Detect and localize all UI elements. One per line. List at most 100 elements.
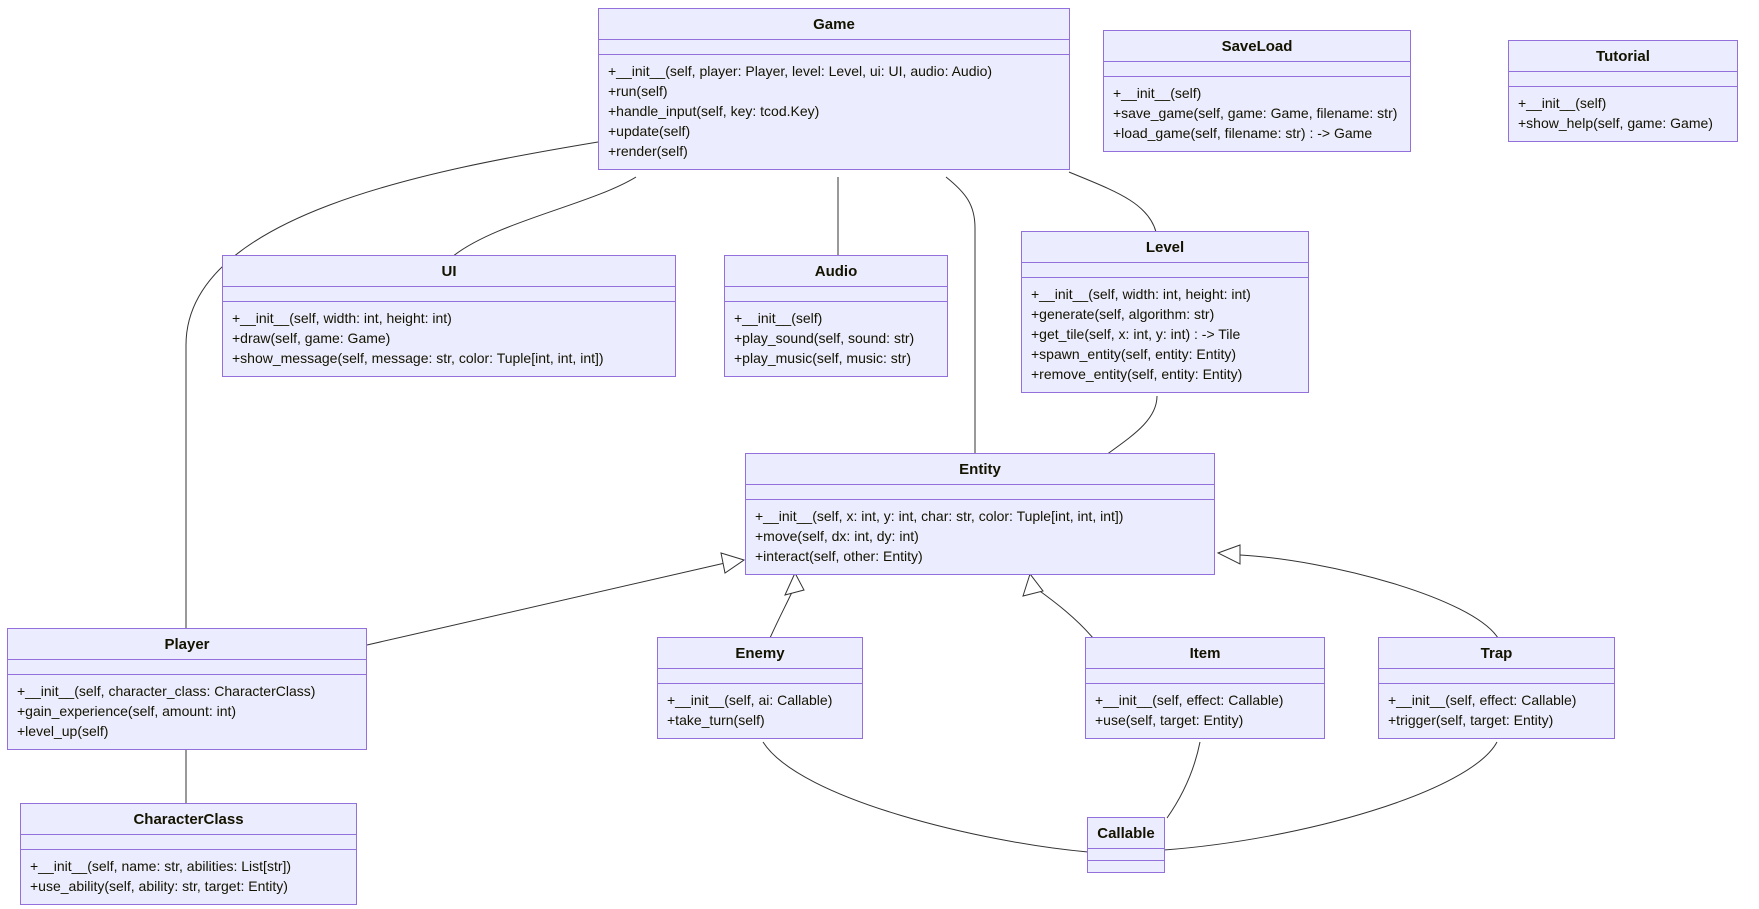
class-characterclass-attributes	[21, 834, 356, 849]
edge-trap-callable	[1163, 741, 1498, 851]
class-item-attributes	[1086, 668, 1324, 683]
class-player: Player +__init__(self, character_class: …	[7, 628, 367, 750]
method-row: +__init__(self, width: int, height: int)	[232, 310, 452, 326]
class-player-title: Player	[164, 636, 210, 653]
edge-enemy-callable	[762, 741, 1089, 853]
method-row: +get_tile(self, x: int, y: int) : -> Til…	[1031, 326, 1241, 342]
method-row: +__init__(self)	[1113, 85, 1202, 101]
class-characterclass-title: CharacterClass	[133, 811, 244, 828]
method-row: +__init__(self)	[1518, 95, 1607, 111]
method-row: +remove_entity(self, entity: Entity)	[1031, 366, 1243, 382]
inheritance-arrow-trap-entity	[1216, 544, 1241, 565]
method-row: +__init__(self)	[734, 310, 823, 326]
method-row: +generate(self, algorithm: str)	[1031, 306, 1215, 322]
class-entity-methods: +__init__(self, x: int, y: int, char: st…	[746, 499, 1214, 574]
method-row: +__init__(self, name: str, abilities: Li…	[30, 858, 292, 874]
class-player-methods: +__init__(self, character_class: Charact…	[8, 674, 366, 749]
class-game-title: Game	[813, 16, 855, 33]
method-row: +spawn_entity(self, entity: Entity)	[1031, 346, 1237, 362]
method-row: +level_up(self)	[17, 723, 109, 739]
method-row: +show_message(self, message: str, color:…	[232, 350, 604, 366]
method-row: +play_sound(self, sound: str)	[734, 330, 915, 346]
edge-enemy-entity	[769, 589, 794, 639]
class-callable-methods	[1088, 860, 1164, 872]
class-callable: Callable	[1087, 817, 1165, 873]
class-trap-attributes	[1379, 668, 1614, 683]
class-audio-title: Audio	[814, 263, 858, 280]
class-tutorial-methods: +__init__(self) +show_help(self, game: Ga…	[1509, 86, 1737, 141]
class-item: Item +__init__(self, effect: Callable)+u…	[1085, 637, 1325, 739]
method-row: +__init__(self, effect: Callable)	[1388, 692, 1577, 708]
class-tutorial: Tutorial +__init__(self) +show_help(self,…	[1508, 40, 1738, 142]
method-row: +run(self)	[608, 83, 668, 99]
class-player-attributes	[8, 659, 366, 674]
class-item-methods: +__init__(self, effect: Callable)+use(se…	[1086, 683, 1324, 738]
class-level: Level +__init__(self, width: int, height…	[1021, 231, 1309, 393]
method-row: +show_help(self, game: Game)	[1518, 115, 1713, 131]
class-tutorial-attributes	[1509, 71, 1737, 86]
edge-level-entity	[1105, 395, 1158, 456]
method-row: +__init__(self, width: int, height: int)	[1031, 286, 1251, 302]
method-row: +__init__(self, x: int, y: int, char: st…	[755, 508, 1124, 524]
class-enemy-methods: +__init__(self, ai: Callable) +take_turn(…	[658, 683, 862, 738]
class-audio: Audio +__init__(self) +play_sound(self, s…	[724, 255, 948, 377]
class-callable-title: Callable	[1097, 825, 1155, 842]
method-row: +save_game(self, game: Game, filename: s…	[1113, 105, 1398, 121]
edge-player-entity	[366, 562, 726, 646]
edge-item-callable	[1166, 741, 1201, 819]
class-trap-methods: +__init__(self, effect: Callable) +trigge…	[1379, 683, 1614, 738]
class-enemy-title: Enemy	[735, 645, 785, 662]
class-callable-attributes	[1088, 848, 1164, 860]
method-row: +__init__(self, ai: Callable)	[667, 692, 833, 708]
class-saveload-title: SaveLoad	[1221, 38, 1293, 55]
class-characterclass: CharacterClass +__init__(self, name: str…	[20, 803, 357, 905]
class-level-methods: +__init__(self, width: int, height: int)…	[1022, 277, 1308, 392]
class-item-title: Item	[1189, 645, 1221, 662]
class-game-methods: +__init__(self, player: Player, level: L…	[599, 54, 1069, 169]
class-ui-attributes	[223, 286, 675, 301]
class-trap: Trap +__init__(self, effect: Callable) +t…	[1378, 637, 1615, 739]
class-saveload-attributes	[1104, 61, 1410, 76]
method-row: +move(self, dx: int, dy: int)	[755, 528, 919, 544]
class-audio-attributes	[725, 286, 947, 301]
class-entity: Entity +__init__(self, x: int, y: int, c…	[745, 453, 1215, 575]
class-ui: UI +__init__(self, width: int, height: i…	[222, 255, 676, 377]
class-saveload-methods: +__init__(self) +save_game(self, game: Ga…	[1104, 76, 1410, 151]
method-row: +take_turn(self)	[667, 712, 765, 728]
edge-game-level	[1068, 171, 1157, 233]
class-enemy: Enemy +__init__(self, ai: Callable) +take…	[657, 637, 863, 739]
edge-trap-entity	[1239, 554, 1499, 639]
inheritance-arrow-enemy-entity	[784, 571, 805, 596]
method-row: +use_ability(self, ability: str, target:…	[30, 878, 288, 894]
class-characterclass-methods: +__init__(self, name: str, abilities: Li…	[21, 849, 356, 904]
class-game-attributes	[599, 39, 1069, 54]
edge-game-player	[185, 141, 599, 632]
class-tutorial-title: Tutorial	[1596, 48, 1650, 65]
class-game: Game +__init__(self, player: Player, lev…	[598, 8, 1070, 170]
method-row: +load_game(self, filename: str) : -> Gam…	[1113, 125, 1373, 141]
class-saveload: SaveLoad +__init__(self) +save_game(self,…	[1103, 30, 1411, 152]
class-entity-title: Entity	[959, 461, 1001, 478]
method-row: +trigger(self, target: Entity)	[1388, 712, 1554, 728]
class-level-title: Level	[1145, 239, 1185, 256]
method-row: +render(self)	[608, 143, 688, 159]
inheritance-arrow-player-entity	[720, 552, 746, 574]
class-ui-methods: +__init__(self, width: int, height: int)…	[223, 301, 675, 376]
inheritance-arrow-item-entity	[1022, 572, 1044, 597]
method-row: +handle_input(self, key: tcod.Key)	[608, 103, 820, 119]
method-row: +use(self, target: Entity)	[1095, 712, 1244, 728]
method-row: +update(self)	[608, 123, 691, 139]
class-level-attributes	[1022, 262, 1308, 277]
method-row: +__init__(self, player: Player, level: L…	[608, 63, 993, 79]
method-row: +interact(self, other: Entity)	[755, 548, 923, 564]
method-row: +draw(self, game: Game)	[232, 330, 391, 346]
class-ui-title: UI	[441, 263, 457, 280]
method-row: +gain_experience(self, amount: int)	[17, 703, 237, 719]
edge-item-entity	[1036, 588, 1094, 639]
class-audio-methods: +__init__(self) +play_sound(self, sound: …	[725, 301, 947, 376]
class-enemy-attributes	[658, 668, 862, 683]
class-trap-title: Trap	[1480, 645, 1513, 662]
class-entity-attributes	[746, 484, 1214, 499]
